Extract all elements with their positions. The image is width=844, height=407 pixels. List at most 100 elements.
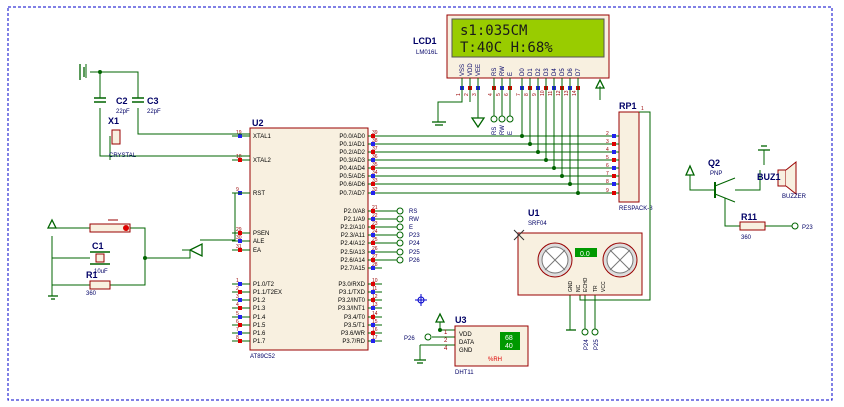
mcu-pinnum-11: 11 (372, 286, 377, 292)
junctions (98, 70, 580, 332)
lcd1[interactable]: s1:035CM T:40C H:68% LCD1 LM016L VSS1VDD… (413, 14, 610, 135)
mcu-pin-marker (371, 290, 375, 294)
dht11-temp: 68 (505, 335, 513, 342)
mcu-pin-p2-3-a11: P2.3/A11 (341, 233, 366, 239)
crystal-x1[interactable]: X1 CRYSTAL (108, 116, 137, 159)
mcu-pin-marker (238, 306, 242, 310)
rp1-pin-marker (612, 142, 616, 146)
mcu-pin-p3-5-t1: P3.5/T1 (344, 323, 366, 329)
r11-value: 360 (741, 235, 752, 241)
mcu-pin-marker (371, 158, 375, 162)
mcu-pin-marker (238, 158, 242, 162)
mcu-pin-marker (238, 339, 242, 343)
mcu-pinnum-34: 34 (372, 170, 378, 176)
buzzer-part: BUZZER (782, 194, 807, 200)
mcu-pin-marker (371, 134, 375, 138)
mcu-pin-p3-1-txd: P3.1/TXD (339, 290, 366, 296)
mcu-ref: U2 (252, 118, 264, 128)
rp1-pin-marker (612, 158, 616, 162)
mcu-pin-psen: PSEN (253, 231, 269, 237)
mcu-pinnum-30: 30 (236, 235, 242, 241)
rp1-body[interactable] (618, 111, 640, 203)
mcu-pinnum-26: 26 (372, 246, 378, 252)
mcu-pin-marker (238, 331, 242, 335)
mcu-pin-marker (371, 142, 375, 146)
mcu-pin-p0-5-ad5: P0.5/AD5 (339, 174, 365, 180)
mcu-body[interactable] (249, 127, 369, 351)
srf04-ref: U1 (528, 208, 540, 218)
lcd-pin-d0: D0 (520, 68, 526, 76)
crystal-body[interactable] (111, 129, 121, 145)
mcu-pin-marker (371, 150, 375, 154)
mcu-u2[interactable]: U2 AT89C52 19XTAL118XTAL29RST29PSEN30ALE… (232, 118, 420, 360)
resistor-r11[interactable]: R11 360 P23 (739, 212, 813, 241)
lcd-net-terminal (498, 115, 506, 123)
mcu-pin-marker (371, 298, 375, 302)
mcu-pin-p2-7-a15: P2.7/A15 (340, 266, 365, 272)
mcu-pin-marker (371, 241, 375, 245)
rp1-ref: RP1 (619, 101, 637, 111)
p2-net-terminal (396, 223, 404, 231)
lcd-pinnum-8: 8 (524, 93, 530, 96)
mcu-right-pins: 39P0.0/AD038P0.1/AD137P0.2/AD236P0.3/AD3… (338, 130, 382, 345)
mcu-left-pins: 19XTAL118XTAL29RST29PSEN30ALE31EA1P1.0/T… (232, 130, 282, 345)
mcu-pin-marker (238, 315, 242, 319)
mcu-pinnum-23: 23 (372, 221, 378, 227)
p2-net-terminal (396, 231, 404, 239)
resistor-r1[interactable]: R1 360 (86, 270, 111, 297)
srf04-display-value: 0.0 (580, 251, 590, 258)
mcu-pin-p1-0-t2: P1.0/T2 (253, 282, 275, 288)
c3-ref: C3 (147, 96, 159, 106)
lcd1-line1: s1:035CM (460, 23, 527, 39)
mcu-pin-marker (371, 331, 375, 335)
lcd-net-e: E (508, 131, 514, 135)
mcu-pin-p2-4-a12: P2.4/A12 (340, 241, 365, 247)
buzzer-buz1[interactable]: BUZ1 BUZZER (757, 160, 807, 200)
wires (51, 64, 792, 360)
rp1-pinnum-6: 6 (606, 163, 609, 169)
mcu-pinnum-36: 36 (372, 154, 378, 160)
dht11-net: P26 (404, 336, 415, 342)
rp1-pin-marker (612, 166, 616, 170)
r1-value: 360 (86, 291, 97, 297)
dht11-hum: 40 (505, 343, 513, 350)
mcu-pin-marker (238, 282, 242, 286)
mcu-pin-p3-2-int0: P3.2/INT0 (338, 298, 366, 304)
transistor-q2[interactable]: Q2 PNP (708, 158, 736, 206)
p2-net-rs: RS (409, 209, 417, 215)
mcu-pin-marker (371, 233, 375, 237)
mcu-pin-marker (238, 248, 242, 252)
sensor-u3[interactable]: U3 DHT11 VDD DATA GND 1 2 4 68 40 %RH P2… (404, 315, 529, 376)
mcu-pinnum-19: 19 (236, 130, 242, 136)
mcu-pinnum-35: 35 (372, 162, 378, 168)
lcd-pinnum-13: 13 (564, 90, 570, 96)
dht11-pin-data: DATA (459, 340, 474, 346)
lcd-pin-d7: D7 (576, 68, 582, 76)
c2-ref: C2 (116, 96, 128, 106)
p2-net-e: E (409, 225, 413, 231)
capacitor-c3[interactable]: C3 22pF (132, 96, 161, 115)
rp1-pinnum-common: 1 (641, 106, 644, 112)
mcu-pin-marker (371, 258, 375, 262)
power-arrows (46, 78, 696, 323)
p2-net-terminal (396, 239, 404, 247)
lcd-pin-vee: VEE (476, 64, 482, 76)
srf04-part: SRF04 (528, 221, 547, 227)
rp1-pinnum-3: 3 (606, 139, 609, 145)
capacitor-c1[interactable]: C1 10uF (90, 241, 110, 275)
lcd-pin-d1: D1 (528, 68, 534, 76)
lcd-pin-rs: RS (492, 68, 498, 76)
crystal-ref: X1 (108, 116, 119, 126)
mcu-pinnum-27: 27 (372, 254, 378, 260)
capacitor-c2[interactable]: C2 22pF (94, 96, 130, 115)
mcu-pinnum-2: 2 (236, 286, 239, 292)
mcu-pin-ale: ALE (253, 239, 264, 245)
mcu-pinnum-38: 38 (372, 138, 378, 144)
mcu-pin-p3-6-wr: P3.6/WR (341, 331, 366, 337)
reset-button[interactable] (89, 219, 131, 233)
